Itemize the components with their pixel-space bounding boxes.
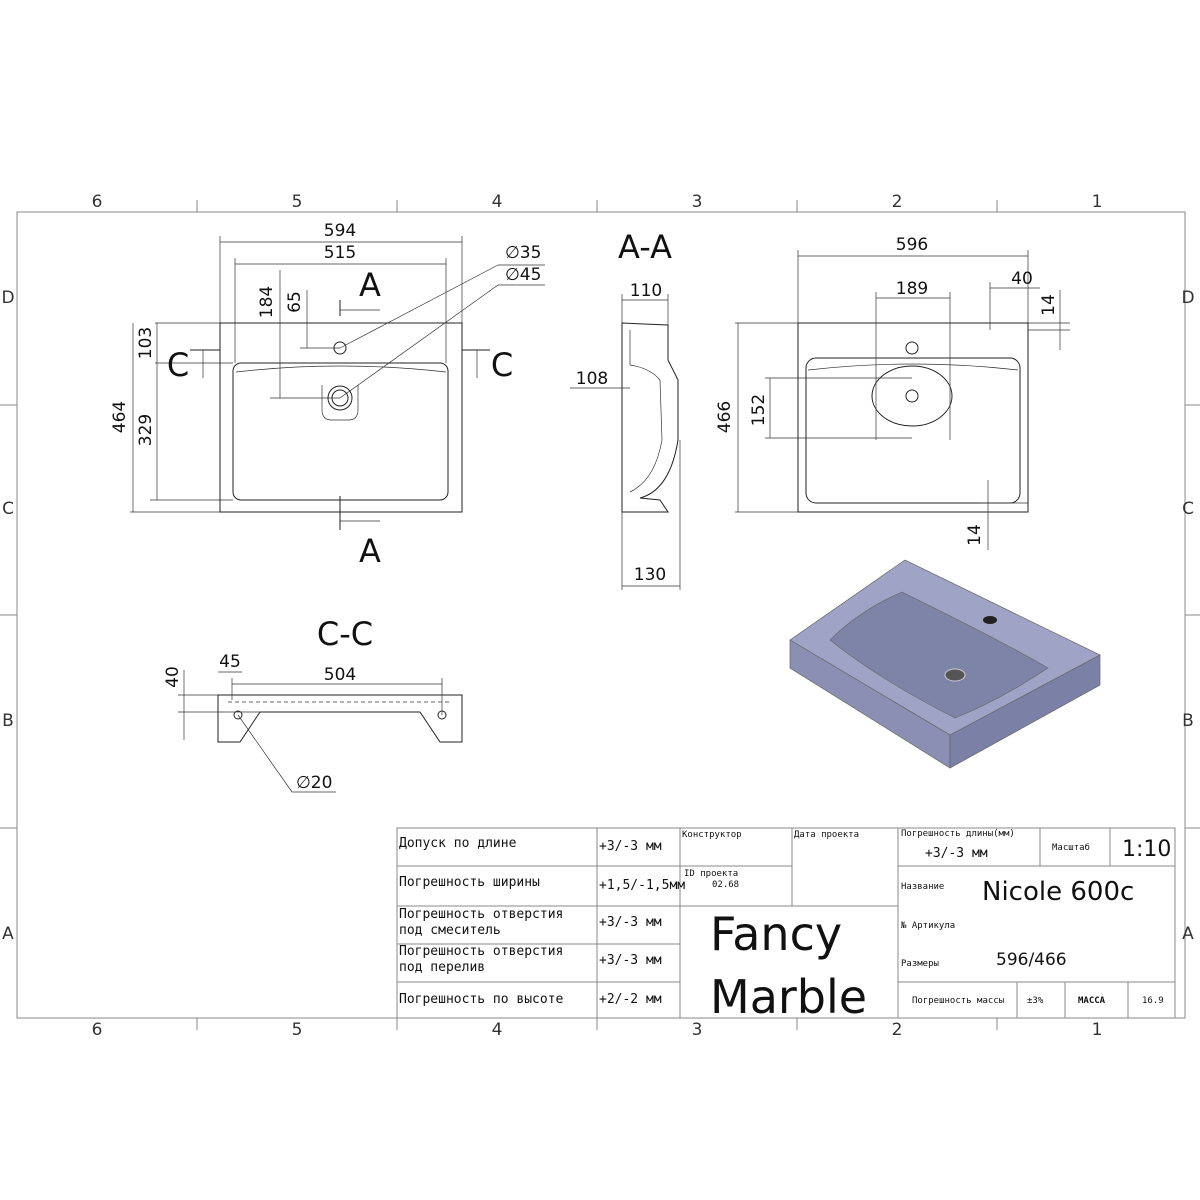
dim-d35: ∅35 (505, 243, 541, 263)
column-label: 6 (92, 192, 103, 212)
row-label: A (2, 924, 14, 944)
section-mark-c-left: C (167, 346, 189, 384)
tolerance-length-value: +3/-3 мм (599, 839, 662, 854)
dim-103: 103 (136, 327, 156, 359)
dim-596: 596 (896, 235, 928, 255)
dim-14-top: 14 (1039, 294, 1059, 316)
row-label: D (1, 288, 14, 308)
dim-594: 594 (324, 221, 356, 241)
dim-152: 152 (749, 394, 769, 426)
column-label: 1 (1092, 1020, 1103, 1040)
section-c-c: C-C 504 45 40 ∅20 (163, 615, 463, 793)
tolerance-overflow-hole-label: Погрешность отверстия (399, 944, 563, 959)
dim-130: 130 (634, 565, 666, 585)
plan-view: 594 515 184 65 ∅35 ∅45 464 103 329 A A C… (110, 221, 545, 570)
dim-329: 329 (136, 414, 156, 446)
section-cc-title: C-C (317, 615, 373, 653)
row-label: D (1181, 288, 1194, 308)
tolerance-length-label: Допуск по длине (399, 836, 517, 851)
column-label: 6 (92, 1020, 103, 1040)
dim-d20: ∅20 (296, 773, 332, 793)
dim-515: 515 (324, 243, 356, 263)
tolerance-overflow-hole-label-2: под перелив (399, 960, 485, 975)
dim-40-cc: 40 (163, 666, 183, 688)
section-a-a: A-A 110 108 130 (570, 228, 681, 590)
size-label: Размеры (901, 959, 939, 969)
dim-504: 504 (324, 665, 356, 685)
tolerance-width-value: +1,5/-1,5мм (599, 878, 685, 893)
dim-108: 108 (576, 369, 608, 389)
mass-error-value: ±3% (1027, 996, 1044, 1006)
row-label: B (1182, 711, 1194, 731)
dim-65: 65 (285, 291, 305, 313)
column-label: 3 (692, 1020, 703, 1040)
product-name: Nicole 600c (982, 877, 1134, 907)
section-aa-title: A-A (618, 228, 672, 266)
brand-logo-line1: Fancy (710, 907, 842, 961)
mass-error-label: Погрешность массы (912, 996, 1004, 1006)
project-id-value: 02.68 (712, 880, 739, 890)
project-id-label: ID проекта (684, 869, 738, 879)
tolerance-height-label: Погрешность по высоте (399, 992, 564, 1007)
column-label: 5 (292, 192, 303, 212)
dim-d45: ∅45 (505, 265, 541, 285)
scale-label: Масштаб (1052, 842, 1090, 853)
dim-40: 40 (1011, 269, 1033, 289)
mass-label: МАССА (1078, 996, 1106, 1006)
column-label: 4 (492, 192, 503, 212)
column-label: 4 (492, 1020, 503, 1040)
article-label: № Артикула (900, 921, 955, 931)
column-label: 5 (292, 1020, 303, 1040)
column-label: 2 (892, 192, 903, 212)
column-label: 1 (1092, 192, 1103, 212)
row-label: A (1182, 924, 1194, 944)
isometric-render (789, 559, 1101, 769)
dim-14-bottom: 14 (965, 524, 985, 546)
length-error-label: Погрешность длины(мм) (901, 829, 1015, 839)
tolerance-mixer-hole-label-2: под смеситель (399, 923, 501, 938)
grid-labels: 6 5 4 3 2 1 6 5 4 3 2 1 D C B A D C B A (1, 192, 1194, 1040)
row-label: B (2, 711, 14, 731)
dim-110: 110 (630, 281, 662, 301)
dim-466: 466 (715, 401, 735, 433)
section-mark-a-bottom: A (359, 532, 381, 570)
section-mark-a-top: A (359, 266, 381, 304)
brand-logo-line2: Marble (710, 970, 867, 1024)
row-label: C (1182, 499, 1194, 519)
length-error-value: +3/-3 мм (925, 846, 988, 861)
column-label: 2 (892, 1020, 903, 1040)
row-label: C (2, 499, 14, 519)
tolerance-width-label: Погрешность ширины (399, 875, 540, 890)
tolerance-height-value: +2/-2 мм (599, 992, 662, 1007)
section-mark-c-right: C (491, 346, 513, 384)
mass-value: 16.9 (1142, 996, 1164, 1006)
tolerance-mixer-hole-label: Погрешность отверстия (399, 907, 563, 922)
title-block: Допуск по длине +3/-3 мм Погрешность шир… (396, 827, 1176, 1024)
tolerance-overflow-hole-value: +3/-3 мм (599, 953, 662, 968)
top-view: 596 189 40 14 466 152 14 (715, 235, 1070, 550)
size-value: 596/466 (996, 950, 1067, 970)
dim-464: 464 (110, 401, 130, 433)
name-label: Название (901, 882, 944, 892)
column-label: 3 (692, 192, 703, 212)
dim-189: 189 (896, 279, 928, 299)
scale-value: 1:10 (1122, 837, 1171, 862)
dim-184: 184 (257, 286, 277, 318)
designer-label: Конструктор (682, 830, 742, 840)
project-date-label: Дата проекта (794, 830, 859, 840)
dim-45: 45 (219, 652, 241, 672)
tolerance-mixer-hole-value: +3/-3 мм (599, 915, 662, 930)
